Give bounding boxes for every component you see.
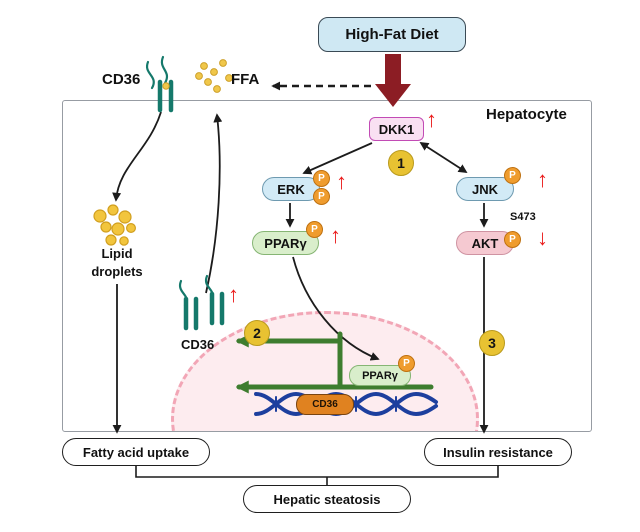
lipid-droplets-label-1: Lipid [101, 246, 133, 261]
dkk1-node: DKK1 [369, 117, 424, 141]
fatty-acid-uptake-box: Fatty acid uptake [62, 438, 210, 466]
cd36-gene-box: CD36 [296, 394, 354, 415]
akt-down-arrow: ↓ [537, 225, 548, 250]
outcome-connector [135, 466, 499, 478]
step-3-badge: 3 [479, 330, 505, 356]
erk-phospho-1: P [313, 170, 330, 187]
pparg-nuc-node: PPARγ [349, 365, 411, 386]
erk-phospho-2: P [313, 188, 330, 205]
high-fat-diet-box: High-Fat Diet [318, 17, 466, 52]
hepatic-steatosis-box: Hepatic steatosis [243, 485, 411, 513]
erk-node: ERK [262, 177, 320, 201]
cd36-membrane-label: CD36 [102, 71, 141, 88]
ffa-dots [162, 59, 233, 93]
dkk1-up-arrow: ↑ [426, 107, 437, 132]
ffa-label: FFA [231, 71, 260, 88]
pparg-up-arrow: ↑ [330, 223, 341, 248]
hepatocyte-label: Hepatocyte [486, 106, 567, 123]
cd36-up-arrow: ↑ [228, 282, 239, 307]
jnk-up-arrow: ↑ [537, 167, 548, 192]
step-2-badge: 2 [244, 320, 270, 346]
pparg-cyto-phospho: P [306, 221, 323, 238]
akt-phospho: P [504, 231, 521, 248]
akt-site-label: S473 [510, 211, 536, 223]
pparg-nuc-phospho: P [398, 355, 415, 372]
erk-up-arrow: ↑ [336, 169, 347, 194]
jnk-phospho: P [504, 167, 521, 184]
lipid-droplets-label-2: droplets [91, 264, 143, 279]
cd36-new-label: CD36 [181, 337, 215, 352]
step-1-badge: 1 [388, 150, 414, 176]
jnk-node: JNK [456, 177, 514, 201]
insulin-resistance-box: Insulin resistance [424, 438, 572, 466]
